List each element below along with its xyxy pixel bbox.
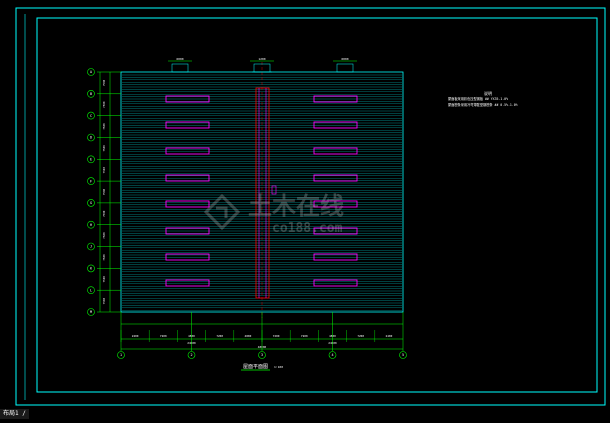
purlin-box-left (165, 253, 210, 261)
top-dim-value: 6000 (176, 57, 183, 61)
layout-tab-label[interactable]: 布局1 / (0, 409, 29, 419)
sheet-title: 屋面平面图 (243, 364, 268, 370)
sheet-inner-frame (36, 17, 598, 393)
row-dim-value: 7500 (102, 167, 106, 174)
row-axis-bubble (87, 155, 95, 164)
col-axis-bubble (258, 351, 266, 359)
top-dim-value: 1200 (258, 57, 265, 61)
col-axis-label: 4 (331, 353, 333, 357)
purlin-box-left (165, 279, 210, 287)
notes-title: 说明 (484, 90, 492, 96)
sheet-outer-frame (15, 7, 606, 406)
top-dim-tab (253, 63, 271, 73)
col-axis-label: 3 (261, 353, 263, 357)
purlin-box-right (313, 174, 358, 182)
row-dim-value: 7500 (102, 123, 106, 130)
row-axis-bubble (87, 286, 95, 295)
bottom-dim-upper-value: 2400 (132, 334, 139, 338)
row-axis-label: F (90, 179, 92, 183)
row-axis-bubble (87, 90, 95, 98)
bottom-dim-upper-value: 7200 (273, 334, 280, 338)
col-axis-label: 5 (402, 353, 404, 357)
purlin-box-left (165, 174, 210, 182)
row-axis-label: H (90, 223, 92, 227)
row-axis-label: C (90, 114, 92, 118)
col-axis-bubble (328, 351, 337, 359)
watermark-main-text: 土木在线 (248, 192, 344, 220)
top-dim-value: 6000 (341, 57, 348, 61)
ridge-skylight-outer (255, 87, 270, 299)
row-dim-value: 7500 (102, 254, 106, 261)
notes-line-1: 屋面板采用彩色压型钢板 ## YX35-1.0% (448, 96, 508, 101)
row-axis-bubble (87, 68, 95, 76)
row-axis-bubble (87, 308, 95, 316)
row-axis-label: D (90, 136, 92, 140)
col-axis-bubble (117, 351, 125, 359)
bottom-dimension-group: 2400720048007200480072007200480072002400… (117, 312, 407, 359)
purlin-box-right (313, 227, 358, 235)
row-dim-value: 7500 (102, 145, 106, 152)
row-axis-bubble (87, 220, 95, 229)
top-dim-tab (336, 63, 354, 73)
row-axis-label: L (90, 288, 92, 292)
col-axis-label: 2 (190, 353, 192, 357)
purlin-box-left (165, 200, 210, 208)
top-dim-tab (171, 63, 189, 73)
row-dim-value: 7500 (102, 79, 106, 86)
row-dim-value: 7500 (102, 276, 106, 283)
row-dim-value: 7500 (102, 298, 106, 305)
row-axis-label: J (90, 245, 92, 249)
row-dim-value: 7500 (102, 232, 106, 239)
bottom-dim-upper-value: 7200 (160, 334, 167, 338)
row-axis-label: E (90, 158, 92, 162)
bottom-dim-upper-value: 2400 (386, 334, 393, 338)
ridge-marker (271, 185, 277, 195)
row-axis-bubble (87, 177, 95, 185)
row-dim-value: 7500 (102, 188, 106, 195)
row-axis-bubble (87, 199, 95, 207)
row-axis-label: M (90, 310, 92, 314)
watermark: 土木在线 co188.com (203, 192, 344, 236)
sheet-scale: 1:100 (274, 365, 283, 369)
col-axis-bubble (399, 351, 407, 359)
row-axis-label: G (90, 201, 92, 205)
top-dimension-group: 6000 1200 6000 (168, 57, 357, 73)
watermark-logo (203, 193, 241, 231)
purlin-box-left (165, 121, 210, 129)
row-axis-bubble (87, 111, 95, 120)
row-axis-bubble (87, 133, 95, 142)
row-axis-bubble (87, 242, 95, 251)
row-axis-label: K (90, 267, 93, 271)
purlin-box-right (313, 121, 358, 129)
purlin-box-right (313, 200, 358, 208)
purlin-box-right (313, 279, 358, 287)
row-dim-value: 7500 (102, 210, 106, 217)
purlin-box-left (165, 227, 210, 235)
purlin-box-right (313, 253, 358, 261)
purlin-box-left (165, 147, 210, 155)
col-axis-bubble (187, 351, 196, 359)
watermark-sub-text: co188.com (272, 221, 343, 236)
left-dimension-group: A7500B7500C7500D7500E7500F7500G7500H7500… (87, 68, 121, 316)
row-axis-bubble (87, 264, 95, 273)
bottom-dim-upper-value: 7200 (301, 334, 308, 338)
bottom-dim-upper-value: 4800 (245, 334, 252, 338)
purlin-box-left (165, 95, 210, 103)
notes-line-2: 屋面檩条采用冷弯薄壁型钢檩条 ## 0.5%-1.0% (448, 102, 518, 107)
row-dim-value: 7500 (102, 101, 106, 108)
bottom-dim-upper-value: 7200 (216, 334, 223, 338)
purlin-box-right (313, 95, 358, 103)
row-axis-label: B (90, 92, 92, 96)
col-axis-label: 1 (120, 353, 122, 357)
purlin-box-group (165, 95, 358, 287)
bottom-dim-upper-value: 7200 (357, 334, 364, 338)
row-axis-label: A (90, 70, 92, 74)
purlin-box-right (313, 147, 358, 155)
